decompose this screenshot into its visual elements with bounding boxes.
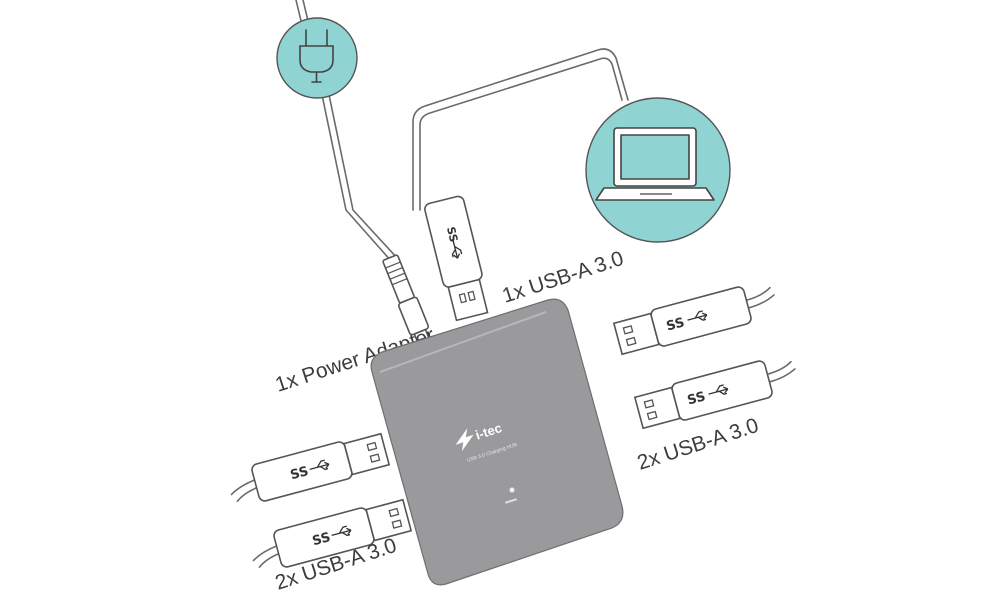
upstream-connection: SS 1x USB-A 3.0 [412, 48, 731, 322]
right-2-ss-mark: SS [686, 389, 707, 408]
usb-plug-left-1: SS [230, 432, 391, 502]
laptop-icon [595, 127, 715, 201]
usb-superspeed-icon [708, 384, 729, 395]
usb-plug-left-2: SS [252, 498, 413, 568]
usb-hub: i-tec USB 3.0 Charging HUB [370, 298, 624, 586]
upstream-ss-mark: SS [444, 225, 460, 243]
right-1-ss-mark: SS [665, 315, 686, 334]
power-plug-icon [299, 29, 334, 83]
power-barrel-connector [382, 254, 431, 347]
upstream-usb-plug: SS [424, 195, 489, 322]
usb-superspeed-icon [687, 310, 708, 321]
usb-plug-right-1: SS [612, 286, 775, 356]
usb-superspeed-icon [451, 238, 463, 259]
usb-superspeed-icon [331, 525, 352, 537]
hub-status-led [509, 487, 515, 493]
hub-logo-icon [455, 428, 474, 452]
usb-plug-right-2: SS [633, 360, 796, 430]
hub-power-indicator [504, 498, 518, 504]
upstream-usb-label: 1x USB-A 3.0 [499, 247, 626, 308]
usb-superspeed-icon [309, 459, 330, 471]
left-1-ss-mark: SS [289, 464, 310, 483]
right-usb-ports: SS SS 2x USB-A 3.0 [612, 286, 796, 475]
hub-body [370, 298, 624, 586]
left-2-ss-mark: SS [311, 530, 332, 549]
left-usb-ports: SS SS 2x USB-A 3.0 [230, 432, 413, 595]
